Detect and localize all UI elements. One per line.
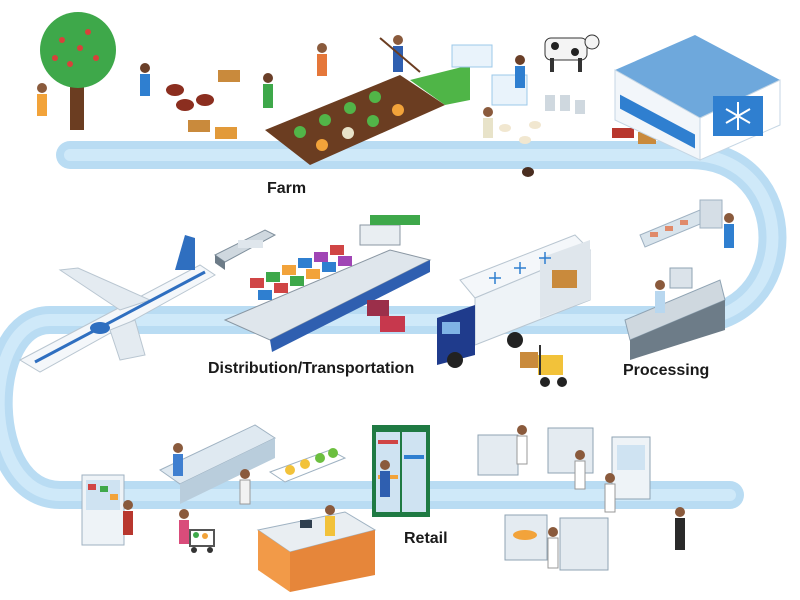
stage-label-processing: Processing — [623, 362, 710, 379]
farm-scene — [37, 12, 656, 177]
farmer-figure-icon — [379, 35, 421, 73]
shopper-figure-icon — [239, 469, 251, 505]
freight-train-icon — [214, 229, 277, 270]
worker-figure-icon — [724, 213, 734, 248]
farmer-figure-icon — [483, 107, 493, 138]
refrigerated-truck-icon — [437, 234, 591, 368]
retail-scene — [81, 424, 685, 592]
shopper-figure-icon — [123, 500, 133, 535]
crop-field-icon — [265, 65, 470, 165]
refrigerator-icon — [81, 474, 125, 546]
forklift-icon — [520, 345, 567, 387]
snowflake-icon — [725, 102, 751, 130]
chef-figure-icon — [604, 473, 616, 513]
snowflake-icon — [489, 252, 551, 284]
farmer-figure-icon — [263, 73, 273, 108]
cold-storage-warehouse-icon — [614, 35, 781, 161]
shopper-figure-icon — [173, 443, 183, 476]
farmer-figure-icon — [140, 63, 150, 96]
processing-scene — [624, 199, 734, 360]
stage-label-farm: Farm — [267, 180, 307, 197]
stage-label-distribution: Distribution/Transportation — [208, 360, 415, 377]
checkout-counter-icon — [256, 511, 377, 592]
produce-display-icon — [268, 448, 347, 483]
freezer-aisle-icon — [159, 424, 277, 504]
chicken-icon — [499, 121, 541, 177]
apple-tree-icon — [40, 12, 116, 130]
stage-label-retail: Retail — [404, 530, 448, 547]
worker-figure-icon — [655, 280, 665, 313]
chef-figure-icon — [574, 450, 586, 490]
restaurant-kitchen-icon — [477, 427, 651, 571]
harvest-basket-icon — [166, 84, 214, 111]
airplane-icon — [18, 235, 216, 373]
cow-icon — [544, 34, 600, 72]
cashier-figure-icon — [325, 505, 335, 536]
container-ship-icon — [223, 215, 432, 352]
conveyor-belt-icon — [639, 199, 723, 248]
produce-crate-icon — [188, 70, 240, 139]
bottling-line-icon — [624, 267, 726, 360]
shopper-figure-icon — [380, 460, 390, 497]
waiter-figure-icon — [675, 507, 685, 550]
farmer-figure-icon — [317, 43, 327, 76]
milk-can-icon — [545, 95, 585, 114]
distribution-scene — [18, 215, 591, 387]
chef-figure-icon — [547, 527, 559, 569]
chef-figure-icon — [516, 425, 528, 465]
shopper-figure-icon — [179, 509, 189, 544]
cargo-container-icon — [367, 300, 405, 332]
farmer-figure-icon — [37, 83, 47, 116]
lab-station-icon — [451, 44, 528, 106]
shopping-cart-icon — [189, 529, 215, 553]
